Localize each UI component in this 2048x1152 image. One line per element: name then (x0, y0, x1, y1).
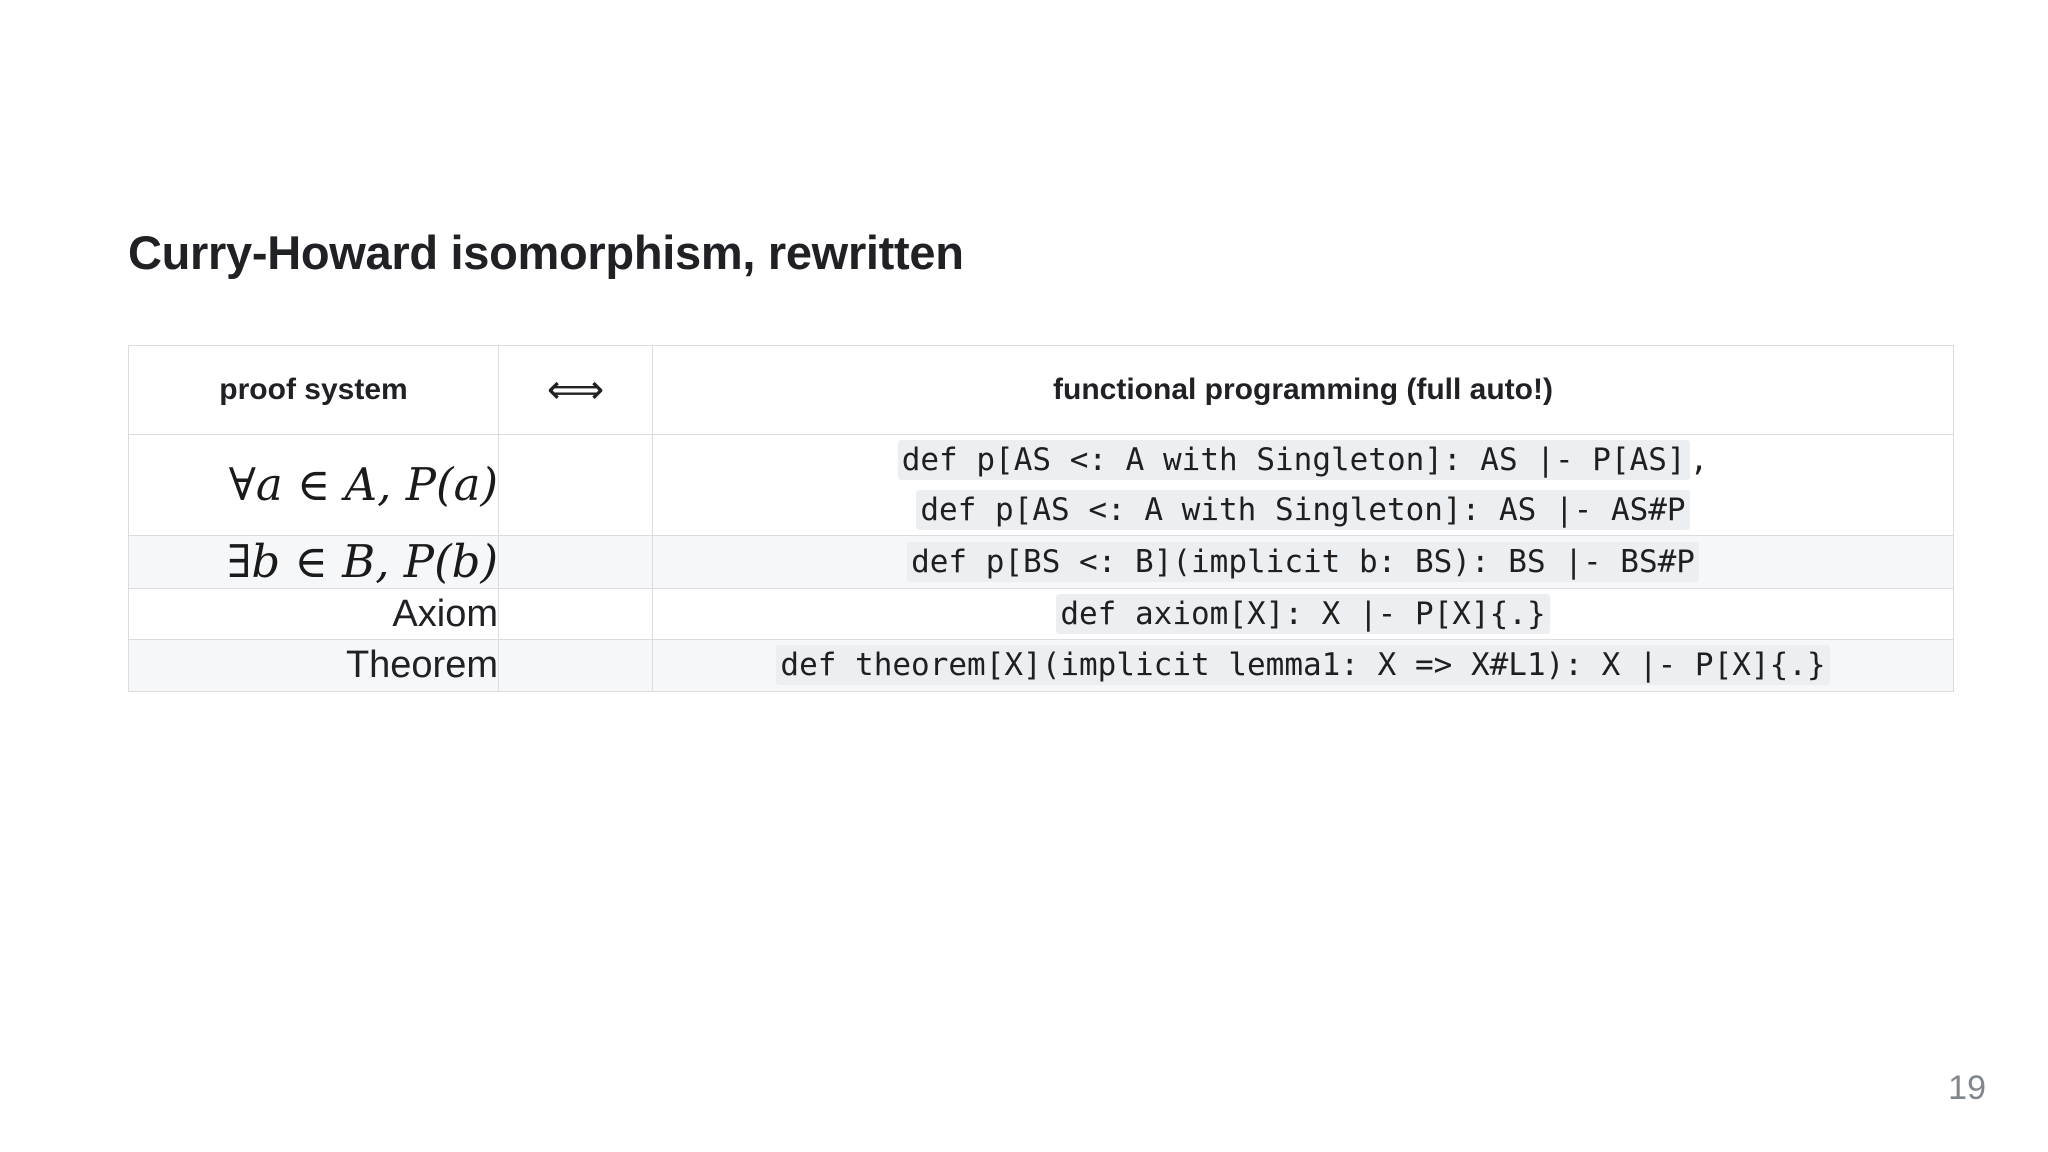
left-right-double-arrow-icon: ⟺ (546, 366, 605, 413)
code-cell: def p[AS <: A with Singleton]: AS |- P[A… (652, 433, 1954, 537)
table-body: ∀a ∈ A, P(a) def p[AS <: A with Singleton… (128, 433, 1954, 692)
table-header: proof system ⟺ functional programming (f… (128, 345, 1954, 435)
code-line: def axiom[X]: X |- P[X]{.} (653, 589, 1953, 639)
proof-system-cell: Theorem (128, 639, 499, 692)
correspondence-cell (498, 588, 653, 641)
table-row: ∃b ∈ B, P(b) def p[BS <: B](implicit b: B… (128, 535, 1954, 590)
code-snippet: def p[BS <: B](implicit b: BS): BS |- BS… (907, 542, 1699, 583)
page-number: 19 (1948, 1069, 1986, 1107)
code-line: def p[BS <: B](implicit b: BS): BS |- BS… (653, 537, 1953, 587)
proof-formula: ∃b ∈ B, P(b) (226, 535, 498, 589)
column-header-functional-programming: functional programming (full auto!) (652, 345, 1954, 435)
curry-howard-table: proof system ⟺ functional programming (f… (128, 345, 1954, 692)
column-header-correspondence: ⟺ (498, 345, 653, 435)
table-row: Theorem def theorem[X](implicit lemma1: X… (128, 639, 1954, 692)
code-snippet: def theorem[X](implicit lemma1: X => X#L… (776, 645, 1830, 686)
correspondence-cell (498, 639, 653, 692)
page-title: Curry-Howard isomorphism, rewritten (128, 226, 964, 279)
curry-howard-table-wrapper: proof system ⟺ functional programming (f… (128, 345, 1954, 692)
proof-label: Axiom (392, 592, 498, 635)
code-snippet: def axiom[X]: X |- P[X]{.} (1056, 594, 1550, 635)
code-block: def theorem[X](implicit lemma1: X => X#L… (653, 640, 1953, 690)
code-line-separator: , (1689, 442, 1709, 478)
code-line: def theorem[X](implicit lemma1: X => X#L… (653, 640, 1953, 690)
code-cell: def axiom[X]: X |- P[X]{.} (652, 588, 1954, 641)
code-cell: def p[BS <: B](implicit b: BS): BS |- BS… (652, 535, 1954, 590)
proof-system-cell: ∃b ∈ B, P(b) (128, 535, 499, 590)
code-snippet: def p[AS <: A with Singleton]: AS |- P[A… (897, 440, 1690, 480)
code-block: def axiom[X]: X |- P[X]{.} (653, 589, 1953, 639)
code-block: def p[AS <: A with Singleton]: AS |- P[A… (653, 435, 1953, 535)
code-block: def p[BS <: B](implicit b: BS): BS |- BS… (653, 537, 1953, 587)
code-line: def p[AS <: A with Singleton]: AS |- P[A… (653, 435, 1953, 485)
proof-label: Theorem (345, 644, 498, 687)
column-header-proof-system: proof system (128, 345, 499, 435)
correspondence-cell (498, 535, 653, 590)
code-cell: def theorem[X](implicit lemma1: X => X#L… (652, 639, 1954, 692)
table-row: ∀a ∈ A, P(a) def p[AS <: A with Singleton… (128, 433, 1954, 537)
proof-system-cell: Axiom (128, 588, 499, 641)
proof-formula: ∀a ∈ A, P(a) (228, 458, 498, 512)
code-line: def p[AS <: A with Singleton]: AS |- AS#… (653, 485, 1953, 535)
table-header-row: proof system ⟺ functional programming (f… (128, 345, 1954, 435)
proof-system-cell: ∀a ∈ A, P(a) (128, 433, 499, 537)
code-snippet: def p[AS <: A with Singleton]: AS |- AS#… (916, 490, 1690, 531)
correspondence-cell (498, 433, 653, 537)
table-row: Axiom def axiom[X]: X |- P[X]{.} (128, 588, 1954, 641)
